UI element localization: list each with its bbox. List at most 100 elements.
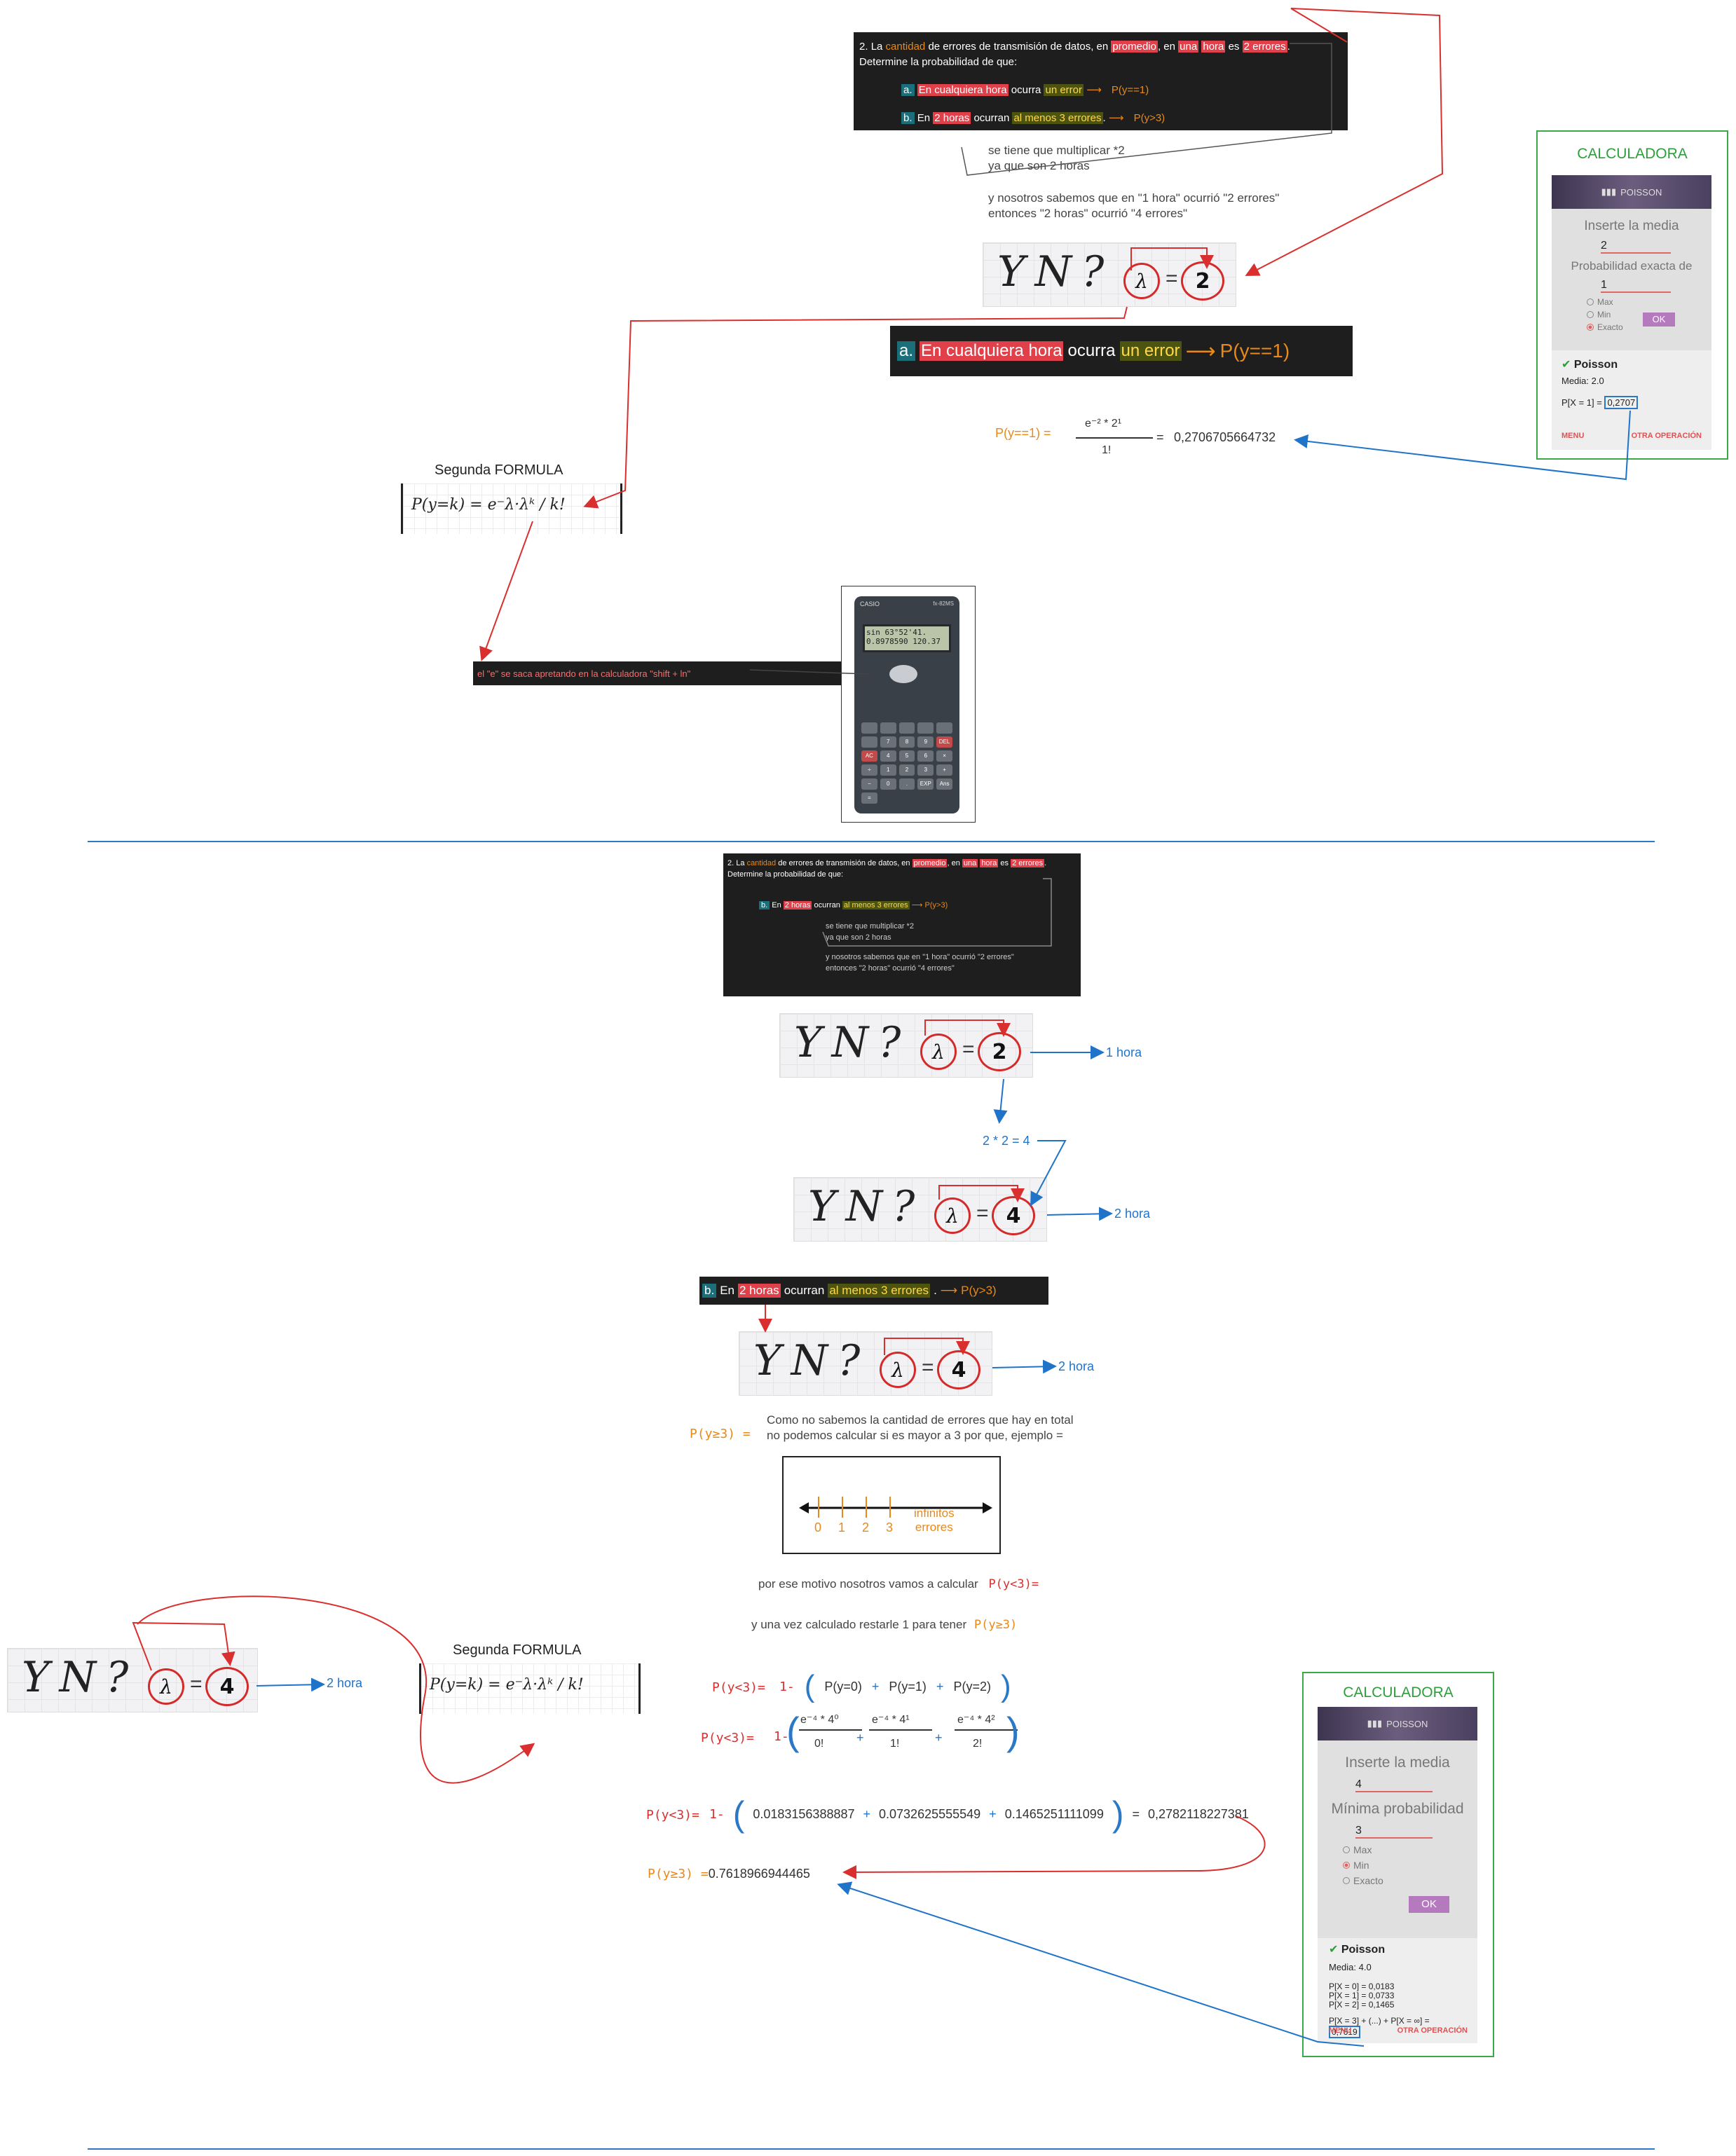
- label-2-hora-b: 2 hora: [1058, 1359, 1095, 1373]
- calculadora-panel-2: CALCULADORA ▮▮▮POISSON Inserte la media …: [1302, 1672, 1494, 2057]
- calc2-result-title: ✔ Poisson: [1329, 1944, 1386, 1956]
- formula-title-2: Segunda FORMULA: [453, 1642, 582, 1658]
- item-a-banner: a. En cualquiera hora ocurra un error ⟶ …: [890, 326, 1353, 376]
- calc1-radio-exacto[interactable]: Exacto: [1587, 322, 1711, 332]
- calc2-title: CALCULADORA: [1343, 1684, 1454, 1701]
- number-line-tick: 1: [838, 1520, 846, 1534]
- plt3-row-1: 1- ( P(y=0) + P(y=1) + P(y=2) ): [779, 1669, 1011, 1703]
- calc2-radio-exacto[interactable]: Exacto: [1343, 1875, 1477, 1886]
- calculator-key: −: [861, 778, 877, 790]
- term1-num: e⁻⁴ * 4¹: [872, 1714, 910, 1726]
- calculator-key: 0: [880, 778, 896, 790]
- term0-den: 0!: [814, 1738, 824, 1750]
- label-2-hora-c: 2 hora: [327, 1676, 363, 1690]
- calc1-ok-button[interactable]: OK: [1643, 313, 1675, 327]
- note-motivo: por ese motivo nosotros vamos a calcular…: [758, 1577, 1039, 1591]
- section-divider-1: [88, 841, 1655, 842]
- calculadora-panel-1: CALCULADORA ▮▮▮POISSON Inserte la media …: [1536, 130, 1728, 460]
- calc1-menu-link[interactable]: MENU: [1561, 432, 1585, 440]
- calculator-key: [898, 722, 915, 734]
- plt3-row-3: 1- ( 0.0183156388887 + 0.0732625555549 +…: [709, 1794, 1249, 1834]
- handwritten-lambda-4-a: YN? λ = 4: [793, 1177, 1047, 1242]
- py1-denominator: 1!: [1102, 444, 1112, 456]
- calc2-otra-link[interactable]: OTRA OPERACIÓN: [1397, 2026, 1468, 2035]
- calculator-key: 3: [917, 764, 934, 776]
- calc1-px: P[X = 1] = 0,2707: [1561, 396, 1711, 409]
- calculator-key: =: [861, 792, 877, 804]
- calculator-key: [880, 722, 896, 734]
- problem-line-2: Determine la probabilidad de que:: [859, 56, 1018, 68]
- formula-handwritten-1: P(y=k) = e⁻λ·λᵏ / k!: [401, 483, 622, 534]
- plt3-label-3: P(y<3)=: [646, 1808, 699, 1822]
- calc1-radio-max[interactable]: Max: [1587, 297, 1711, 307]
- calculator-key: [936, 722, 952, 734]
- calculator-key: 2: [898, 764, 915, 776]
- plt3-label-1: P(y<3)=: [712, 1680, 765, 1695]
- note-known: y nosotros sabemos que en "1 hora" ocurr…: [988, 191, 1280, 220]
- term0-num: e⁻⁴ * 4⁰: [800, 1714, 839, 1726]
- problem-item-a: a. En cualquiera hora ocurra un error ⟶ …: [901, 83, 1342, 98]
- calculator-key: +: [936, 764, 952, 776]
- calc1-media-input[interactable]: 2: [1601, 240, 1671, 254]
- calc1-title: CALCULADORA: [1577, 146, 1688, 162]
- pge3-final: P(y≥3) =0.7618966944465: [648, 1867, 810, 1881]
- plt3-label-2: P(y<3)=: [701, 1731, 754, 1745]
- py1-numerator: e⁻² * 2¹: [1085, 418, 1122, 430]
- calculator-key: 5: [898, 750, 915, 762]
- number-line-tick: 2: [862, 1520, 870, 1534]
- calc2-menu-link[interactable]: MENU: [1329, 2026, 1352, 2035]
- calculator-key: [861, 722, 877, 734]
- calc2-radio-max[interactable]: Max: [1343, 1844, 1477, 1855]
- py1-label: P(y==1) =: [995, 426, 1051, 440]
- handwritten-lambda-4-b: YN? λ = 4: [739, 1331, 992, 1396]
- e-hint-bar: el "e" se saca apretando en la calculado…: [473, 661, 866, 685]
- formula-title-1: Segunda FORMULA: [435, 462, 563, 478]
- label-mult-eq: 2 * 2 = 4: [983, 1134, 1030, 1148]
- calculator-key: .: [898, 778, 915, 790]
- calculator-key: 9: [917, 736, 934, 748]
- item-b-banner: b. En 2 horas ocurran al menos 3 errores…: [699, 1277, 1048, 1305]
- term1-den: 1!: [890, 1738, 900, 1750]
- label-2-hora-a: 2 hora: [1114, 1207, 1151, 1221]
- calc1-radio-min[interactable]: Min: [1587, 310, 1711, 320]
- note-como: Como no sabemos la cantidad de errores q…: [767, 1413, 1074, 1442]
- calculator-key: 4: [880, 750, 896, 762]
- problem-statement: 2. La cantidad de errores de transmisión…: [854, 32, 1348, 130]
- calc1-prob-input[interactable]: 1: [1601, 279, 1671, 293]
- calculator-key: Ans: [936, 778, 952, 790]
- calculator-key: 1: [880, 764, 896, 776]
- calculator-key: EXP: [917, 778, 934, 790]
- calculator-key: ÷: [861, 764, 877, 776]
- calculator-key: AC: [861, 750, 877, 762]
- py1-equals: =: [1156, 430, 1164, 444]
- handwritten-lambda-2: YN? λ = 2: [983, 242, 1236, 307]
- calculator-key: 6: [917, 750, 934, 762]
- formula-handwritten-2: P(y=k) = e⁻λ·λᵏ / k!: [419, 1663, 641, 1714]
- calc1-otra-link[interactable]: OTRA OPERACIÓN: [1631, 432, 1702, 440]
- calculator-key: [861, 736, 877, 748]
- calculator-key: 8: [898, 736, 915, 748]
- calc2-radio-min[interactable]: Min: [1343, 1860, 1477, 1871]
- py1-result: 0,2706705664732: [1174, 430, 1276, 444]
- problem-item-b: b. En 2 horas ocurran al menos 3 errores…: [901, 111, 1342, 126]
- handwritten-lambda-2-b: YN? λ = 2: [779, 1013, 1033, 1078]
- calculator-key: [917, 722, 934, 734]
- problem-line-1: 2. La cantidad de errores de transmisión…: [859, 41, 1290, 53]
- number-line-tick: 0: [814, 1520, 822, 1534]
- section-divider-2: [88, 2148, 1655, 2150]
- term2-den: 2!: [973, 1738, 983, 1750]
- calc2-prob-input[interactable]: 3: [1355, 1825, 1433, 1839]
- calc2-ok-button[interactable]: OK: [1409, 1896, 1449, 1913]
- casio-calculator: CASIO fx-82MS sin 63°52'41.0.8978590 120…: [841, 586, 976, 823]
- calculator-key: ×: [936, 750, 952, 762]
- handwritten-lambda-4-c: YN? λ = 4: [7, 1648, 258, 1712]
- pge3-label-1: P(y≥3) =: [690, 1427, 751, 1441]
- number-line-tick: 3: [886, 1520, 894, 1534]
- note-restar: y una vez calculado restarle 1 para tene…: [751, 1618, 1018, 1632]
- calc2-media-input[interactable]: 4: [1355, 1778, 1433, 1792]
- problem-statement-small: 2. La cantidad de errores de transmisión…: [723, 853, 1081, 996]
- label-1-hora: 1 hora: [1106, 1045, 1142, 1059]
